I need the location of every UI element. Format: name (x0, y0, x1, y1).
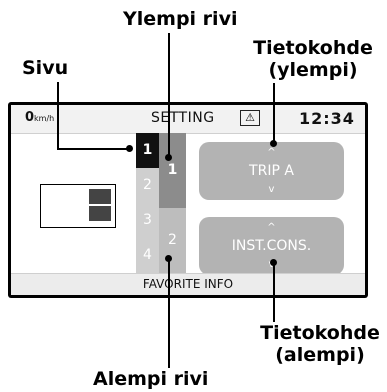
speed-value: 0 (25, 110, 35, 125)
chevron-up-icon: ^ (267, 147, 276, 158)
preview-block-lower (89, 206, 111, 221)
speed-readout: 0km/h (25, 110, 54, 125)
display-screen: 0km/h SETTING ⚠ 12:34 1 2 3 4 1 2 ^ TRIP… (8, 102, 368, 298)
status-bar: 0km/h SETTING ⚠ 12:34 (11, 105, 365, 134)
leader-item-lower (273, 262, 275, 322)
leader-item-upper-dot (270, 140, 277, 147)
chevron-down-icon: v (268, 184, 275, 195)
info-item-upper-label: TRIP A (249, 163, 294, 179)
page-tab-3[interactable]: 3 (136, 203, 159, 238)
page-selector[interactable]: 1 2 3 4 (136, 133, 159, 273)
info-item-upper[interactable]: ^ TRIP A v (199, 142, 344, 200)
leader-item-lower-dot (270, 259, 277, 266)
screen-title: SETTING (151, 110, 215, 126)
leader-lower-row (168, 258, 170, 368)
callout-upper-row: Ylempi rivi (123, 8, 238, 30)
footer-bar: FAVORITE INFO (11, 273, 365, 295)
page-tab-1[interactable]: 1 (136, 133, 159, 168)
info-item-lower[interactable]: ^ INST.CONS. v (199, 217, 344, 275)
callout-item-upper-line1: Tietokohde (253, 37, 373, 59)
page-tab-2[interactable]: 2 (136, 168, 159, 203)
callout-item-lower: Tietokohde (alempi) (255, 322, 385, 366)
callout-lower-row: Alempi rivi (93, 368, 209, 390)
layout-preview (40, 184, 116, 228)
leader-upper-row-dot (165, 154, 172, 161)
leader-item-upper (273, 83, 275, 143)
row-upper[interactable]: 1 (159, 133, 186, 208)
row-selector[interactable]: 1 2 (159, 133, 186, 273)
page-tab-4[interactable]: 4 (136, 238, 159, 273)
callout-item-upper-line2: (ylempi) (268, 59, 358, 81)
callout-item-upper: Tietokohde (ylempi) (250, 37, 376, 81)
speed-unit: km/h (34, 114, 55, 123)
warning-triangle-icon: ⚠ (240, 110, 260, 126)
display-inner: 0km/h SETTING ⚠ 12:34 1 2 3 4 1 2 ^ TRIP… (11, 105, 365, 295)
callout-item-lower-line1: Tietokohde (260, 322, 380, 344)
leader-page-vertical (57, 82, 59, 149)
row-lower[interactable]: 2 (159, 208, 186, 273)
callout-page: Sivu (22, 57, 69, 79)
callout-item-lower-line2: (alempi) (275, 344, 365, 366)
leader-upper-row (168, 33, 170, 157)
clock: 12:34 (299, 109, 355, 128)
chevron-up-icon: ^ (267, 222, 276, 233)
leader-page-dot (126, 145, 133, 152)
info-item-lower-label: INST.CONS. (231, 238, 312, 254)
footer-label: FAVORITE INFO (142, 277, 234, 291)
leader-lower-row-dot (165, 255, 172, 262)
leader-page-horizontal (57, 148, 129, 150)
preview-block-upper (89, 189, 111, 204)
